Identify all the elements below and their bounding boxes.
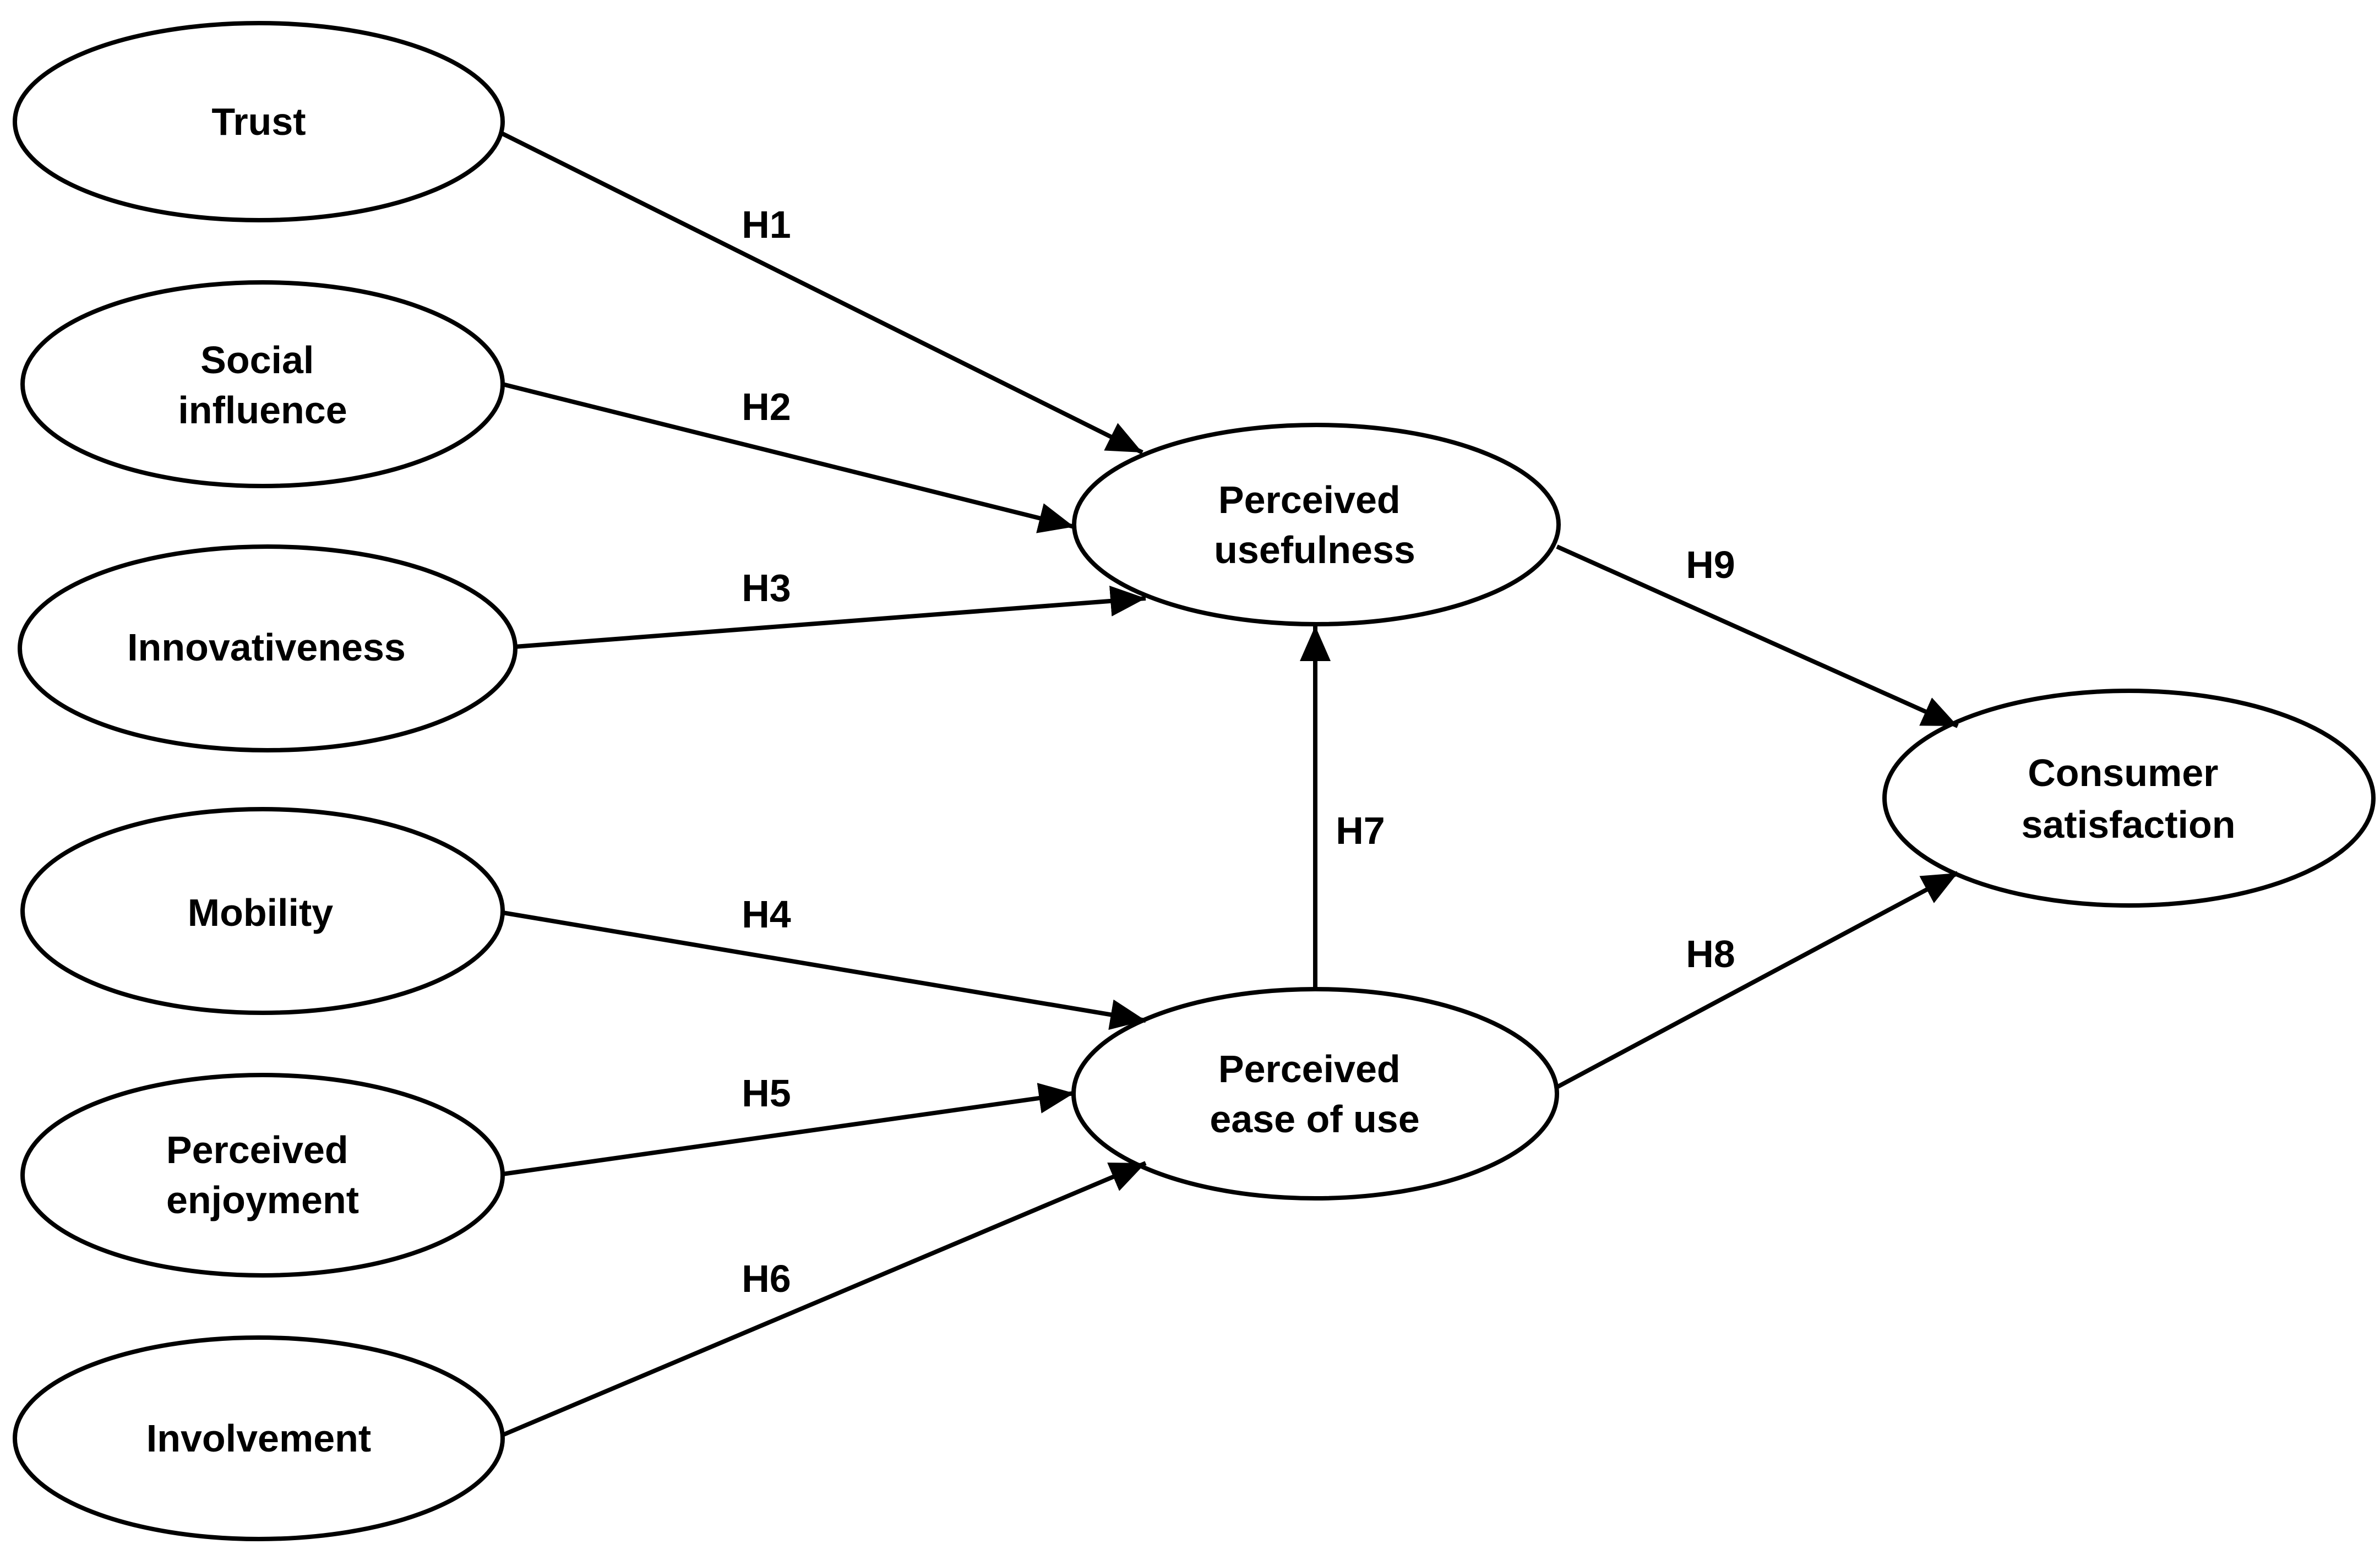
arrow-h1 bbox=[502, 132, 1143, 455]
construct-label-innovativeness: Innovativeness bbox=[127, 626, 406, 669]
hypothesis-label-h8: H8 bbox=[1686, 932, 1735, 975]
arrow-h6 bbox=[502, 1161, 1147, 1437]
hypothesis-label-h5: H5 bbox=[742, 1072, 791, 1115]
hypothesis-label-h6: H6 bbox=[742, 1257, 791, 1300]
construct-label-social-influence: Social influence bbox=[178, 339, 347, 432]
construct-label-perceived-ease-of-use: Perceived ease of use bbox=[1210, 1047, 1419, 1141]
arrow-h9 bbox=[1556, 544, 1959, 728]
hypothesis-labels: H1 H2 H3 H4 H5 H6 H7 H8 H9 bbox=[742, 203, 1735, 1300]
construct-label-mobility: Mobility bbox=[188, 891, 333, 934]
construct-social-influence bbox=[20, 280, 505, 488]
construct-perceived-enjoyment bbox=[20, 1073, 505, 1278]
construct-labels: Trust Social influence Innovativeness Mo… bbox=[127, 100, 2235, 1460]
construct-label-line: ease of use bbox=[1210, 1098, 1419, 1141]
construct-label-perceived-enjoyment: Perceived enjoyment bbox=[166, 1128, 359, 1221]
arrow-h2 bbox=[502, 382, 1075, 533]
construct-perceived-usefulness bbox=[1072, 423, 1561, 626]
arrow-h5 bbox=[502, 1083, 1075, 1176]
construct-label-line: Perceived bbox=[166, 1128, 348, 1171]
construct-consumer-satisfaction bbox=[1882, 689, 2376, 908]
construct-label-line: Social bbox=[200, 339, 314, 381]
construct-trust bbox=[13, 21, 505, 222]
hypothesis-label-h2: H2 bbox=[742, 385, 791, 428]
hypothesis-label-h7: H7 bbox=[1336, 809, 1385, 852]
construct-label-line: Trust bbox=[211, 100, 306, 143]
arrow-h4 bbox=[502, 910, 1146, 1030]
hypothesis-label-h1: H1 bbox=[742, 203, 791, 246]
construct-perceived-ease-of-use bbox=[1071, 987, 1559, 1201]
construct-label-line: Consumer bbox=[2028, 751, 2218, 794]
hypothesis-label-h9: H9 bbox=[1686, 543, 1735, 586]
construct-label-line: usefulness bbox=[1214, 528, 1415, 571]
construct-label-consumer-satisfaction: Consumer satisfaction bbox=[2022, 751, 2236, 846]
construct-label-line: Innovativeness bbox=[127, 626, 406, 669]
construct-label-involvement: Involvement bbox=[146, 1417, 371, 1460]
hypothesis-arrows bbox=[502, 132, 1959, 1437]
construct-label-line: enjoyment bbox=[166, 1178, 359, 1221]
construct-label-line: Mobility bbox=[188, 891, 333, 934]
hypothesis-label-h4: H4 bbox=[742, 893, 791, 936]
hypothesis-label-h3: H3 bbox=[742, 566, 791, 609]
construct-label-line: satisfaction bbox=[2022, 803, 2236, 846]
construct-mobility bbox=[20, 807, 505, 1015]
construct-label-trust: Trust bbox=[211, 100, 306, 143]
construct-label-line: Perceived bbox=[1218, 478, 1401, 521]
construct-label-line: Perceived bbox=[1218, 1047, 1401, 1090]
arrow-h8 bbox=[1556, 871, 1959, 1089]
construct-label-line: Involvement bbox=[146, 1417, 371, 1460]
construct-label-perceived-usefulness: Perceived usefulness bbox=[1214, 478, 1415, 571]
arrow-h3 bbox=[514, 585, 1146, 649]
construct-involvement bbox=[13, 1335, 505, 1541]
construct-label-line: influence bbox=[178, 389, 347, 432]
